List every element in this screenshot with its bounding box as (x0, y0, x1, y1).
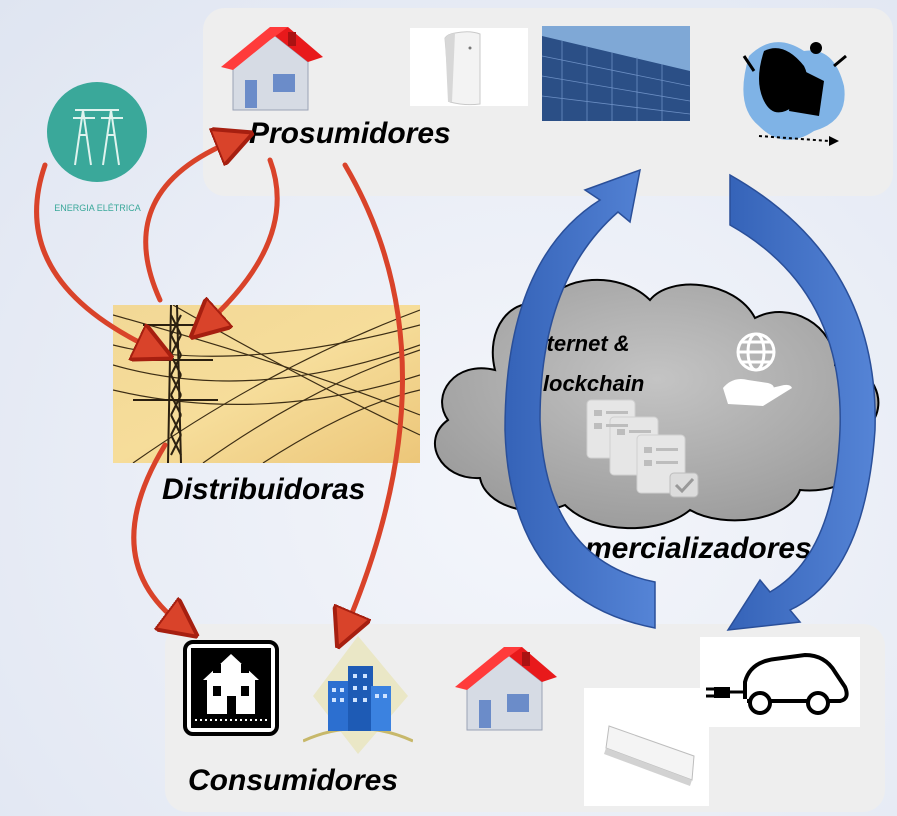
energia-eletrica-tower-icon (47, 82, 147, 182)
smart-home-user-icon (734, 26, 854, 156)
distribuidoras-label: Distribuidoras (162, 473, 366, 506)
power-lines-photo (113, 305, 420, 463)
energia-eletrica-label: ENERGIA ELÉTRICA (54, 203, 141, 213)
electric-car-plug-icon (700, 637, 860, 727)
house-red-roof-icon (455, 647, 557, 731)
internet-label-line1: Internet & (527, 331, 630, 356)
documents-checklist-icon (586, 399, 699, 498)
house-red-roof-icon (221, 27, 323, 111)
power-tower-svg (113, 305, 420, 463)
comercializadores-label: Comercializadores (545, 532, 812, 565)
air-conditioner-icon (584, 688, 709, 806)
home-battery-icon (410, 28, 528, 106)
energia-eletrica-badge: ENERGIA ELÉTRICA (45, 80, 150, 220)
solar-panels-photo (542, 26, 690, 121)
consumidores-label: Consumidores (188, 764, 399, 797)
prosumidores-label: Prosumidores (249, 117, 451, 150)
black-house-icon (183, 640, 279, 736)
globe-hand-icon (723, 332, 792, 406)
internet-label-line2: Blockchain (527, 371, 645, 396)
office-buildings-icon (303, 636, 413, 754)
